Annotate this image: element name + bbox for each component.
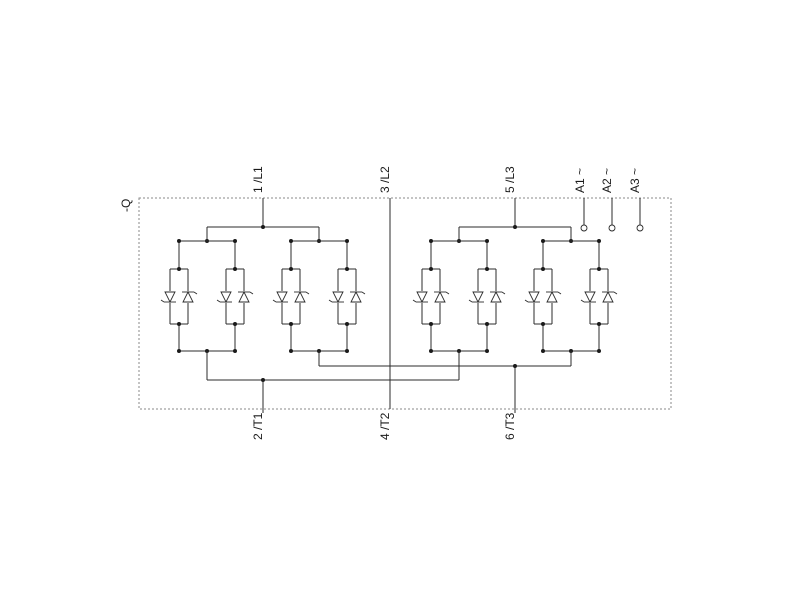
device-designation: -Q (119, 199, 133, 212)
terminal-label-4-t2: 4 /T2 (378, 412, 392, 440)
thyristor-g1-p1-reverse (182, 290, 198, 303)
phase-l3-feed (457, 198, 573, 243)
control-label-a1: A1 ~ (573, 168, 587, 193)
thyristor-g2-p1-reverse (294, 290, 310, 303)
thyristor-g1-p2-reverse (238, 290, 254, 303)
control-terminal-a3 (636, 224, 644, 232)
device-enclosure-frame (138, 197, 672, 410)
control-label-a2: A2 ~ (600, 168, 614, 193)
terminal-label-1-l1: 1 /L1 (251, 166, 265, 193)
thyristor-g2-p2-forward (328, 291, 344, 304)
thyristor-g2-p1-forward (272, 291, 288, 304)
control-terminal-a1 (580, 224, 588, 232)
thyristor-g3-p2-reverse (490, 290, 506, 303)
terminal-label-5-l3: 5 /L3 (503, 166, 517, 193)
thyristor-blocks (160, 239, 618, 353)
control-terminal-a2 (608, 224, 616, 232)
thyristor-g1-p2-forward (216, 291, 232, 304)
output-bus (206, 351, 572, 409)
phase-l1-feed (205, 198, 321, 243)
thyristor-g4-p2-reverse (602, 290, 618, 303)
thyristor-g4-p2-forward (580, 291, 596, 304)
control-label-a3: A3 ~ (628, 168, 642, 193)
thyristor-g3-p1-forward (412, 291, 428, 304)
thyristor-g3-p1-reverse (434, 290, 450, 303)
terminal-label-2-t1: 2 /T1 (251, 412, 265, 440)
thyristor-g1-p1-forward (160, 291, 176, 304)
control-terminals (580, 198, 644, 232)
thyristor-g2-p2-reverse (350, 290, 366, 303)
thyristor-g4-p1-reverse (546, 290, 562, 303)
thyristor-g3-p2-forward (468, 291, 484, 304)
terminal-label-3-l2: 3 /L2 (378, 166, 392, 193)
terminal-label-6-t3: 6 /T3 (503, 412, 517, 440)
thyristor-g4-p1-forward (524, 291, 540, 304)
